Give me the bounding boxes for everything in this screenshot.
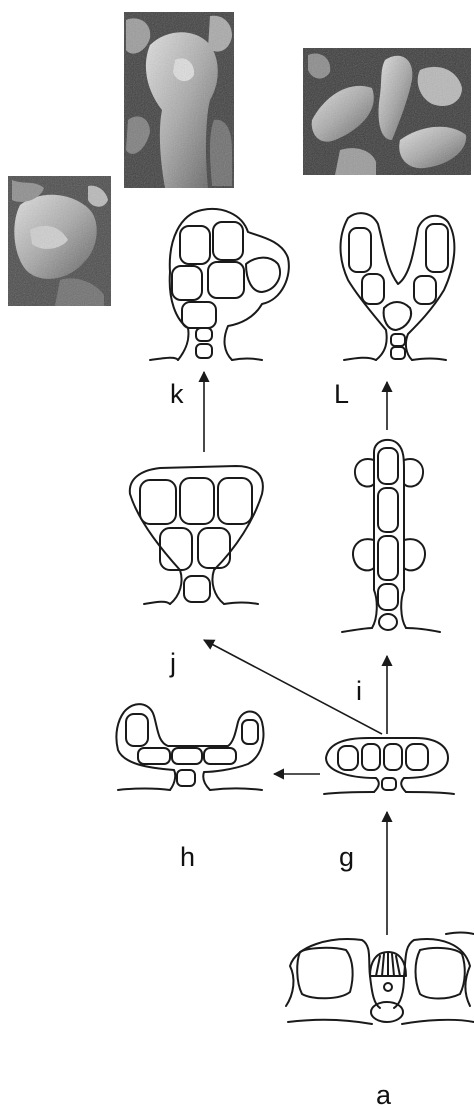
arrows [204, 372, 387, 935]
thallus-j [130, 466, 263, 604]
thallus-a [286, 933, 474, 1025]
label-k: k [170, 379, 184, 409]
label-g: g [339, 842, 354, 872]
sem-photo-right [303, 48, 471, 175]
thallus-g [324, 738, 454, 794]
thallus-h [116, 704, 263, 790]
sem-photo-left [8, 176, 111, 306]
label-L: L [334, 379, 349, 409]
sem-photo-center [124, 12, 234, 188]
label-i: i [356, 676, 362, 706]
label-a: a [376, 1080, 392, 1109]
label-j: j [169, 648, 176, 678]
thallus-k [150, 209, 289, 360]
thallus-i [342, 440, 440, 632]
thallus-L [341, 213, 455, 360]
label-h: h [180, 842, 195, 872]
